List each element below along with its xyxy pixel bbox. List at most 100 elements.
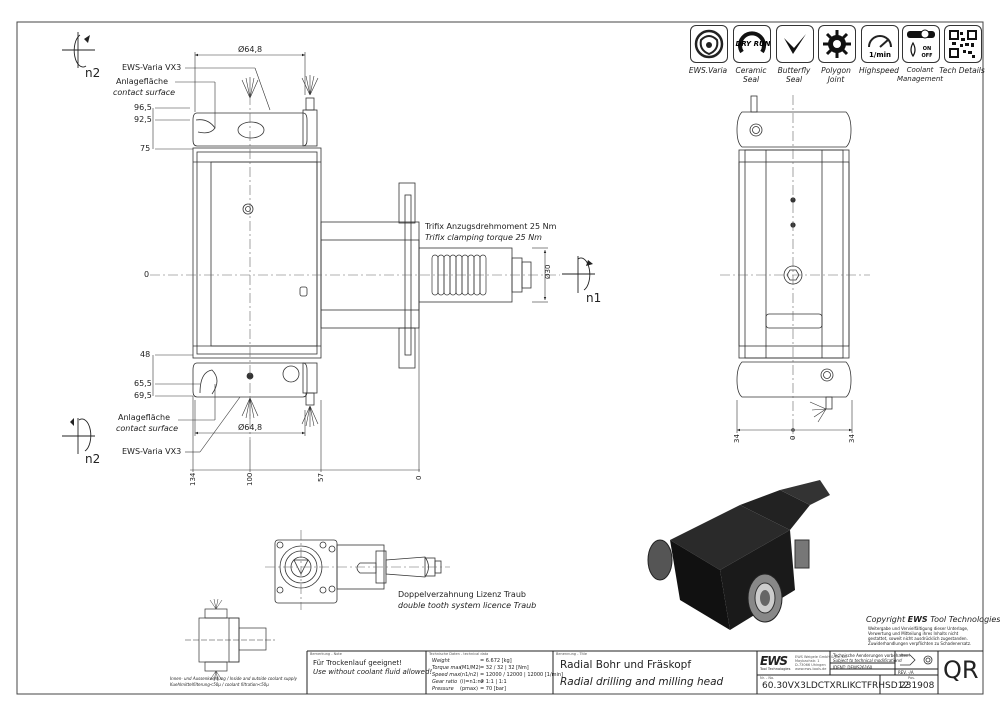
copyright-line-1: Weitergabe und Vervielfältigung dieser U… [868,626,969,631]
dim-diameter-bottom: Ø64,8 [238,423,263,432]
remark-header: Bemerkung - Note [310,652,342,656]
part-number-header: Nr. - No. [760,676,775,680]
tech-label-gear: Gear ratio [432,679,458,685]
tech-value-speed: = 12000 / 12000 | 12000 [1/min] [480,672,564,678]
icon-label-highspeed: Highspeed [859,66,899,75]
remark-en: Use without coolant fluid allowed! [313,668,433,676]
copyright-prefix: Copyright [866,615,908,624]
coolant-note-line2: Kuehlmittelfilterung<50µ / coolant filtr… [170,682,269,687]
icon-label-ceramic-seal: Ceramic Seal [735,66,767,84]
ident-number: IDENT: DEWS26160 [833,665,873,670]
highspeed-icon[interactable]: 1/min [861,25,899,63]
remark-de: Für Trockenlauf geeignet! [313,659,402,667]
part-number: 60.30VX3LDCTXRLIKCTFRHSD12 [762,681,910,691]
tech-label-speed: Speed max [432,672,461,678]
ews-varia-icon[interactable] [690,25,728,63]
vdim-96-5: 96,5 [134,103,152,112]
icon-label-tech-details: Tech Details [939,66,985,75]
contact-surface-de-bottom: Anlagefläche [118,413,170,422]
tech-value-weight: = 6.672 [kg] [480,658,512,664]
copyright-title: Copyright EWS Tool Technologies [866,615,1000,624]
copyright-suffix: Tool Technologies [927,615,1000,624]
qr-code-icon[interactable] [944,25,982,63]
trifix-torque-de: Trifix Anzugsdrehmoment 25 Nm [425,222,557,231]
polygon-joint-icon[interactable] [818,25,856,63]
drawing-title-de: Radial Bohr und Fräskopf [560,659,692,671]
trifix-torque-en: Trifix clamping torque 25 Nm [425,233,542,242]
copyright-line-3: gestattet, soweit nicht ausdrücklich zug… [868,636,968,641]
dim-shank-diameter: Ø30 [544,264,552,279]
tech-value-torque: = 32 / 32 | 32 [Nm] [480,665,529,671]
rpm-text: 1/min [869,51,891,59]
coolant-note-line1: Innen- und Aussenkuehlung / Inside and o… [170,676,297,681]
icon-label-coolant-management: Coolant Management [896,66,944,83]
hdim-100: 100 [246,472,254,486]
vdim-92-5: 92,5 [134,115,152,124]
tech-value-pressure: = 70 [bar] [480,686,506,692]
ceramic-seal-icon[interactable]: DRY RUN [733,25,771,63]
icon-label-butterfly-seal: Butterfly Seal [777,66,811,84]
dry-run-text: DRY RUN [736,40,771,48]
drawing-number-header: Pos. [908,676,916,680]
tech-label-torque: Torque max [432,665,462,671]
company-line-4: www.ews-tools.de [795,667,827,671]
vdim-69-5: 69,5 [134,391,152,400]
rotation-label-n2-top: n2 [85,66,101,80]
vdim-48: 48 [140,350,151,359]
hdim-57: 57 [317,473,325,482]
contact-surface-de-top: Anlagefläche [116,77,168,86]
tech-value-gear: = 1:1 | 1:1 [480,679,507,685]
hdim-0: 0 [415,475,423,480]
company-line-3: D-73066 Uhingen [795,663,826,667]
tech-label-weight: Weight [432,658,450,664]
tech-data-header: Technische Daten - technical data [429,652,489,656]
butterfly-seal-icon[interactable] [776,25,814,63]
drawing-title-en: Radial drilling and milling head [560,676,724,688]
ews-logo-text: EWS [760,654,788,668]
ews-varia-label-bottom: EWS-Varia VX3 [122,447,182,456]
tech-symbol-speed: (n1/n2) [460,672,479,678]
contact-surface-en-bottom: contact surface [116,424,179,433]
changes-de: Technische Aenderungen vorbehalten! [833,653,911,658]
vdim-75: 75 [140,144,151,153]
contact-surface-en-top: contact surface [113,88,176,97]
tech-symbol-pressure: (pmax) [460,686,478,692]
svg-text:ON: ON [923,46,931,52]
ews-varia-label-top: EWS-Varia VX3 [122,63,182,72]
revision: REV. -/A [898,670,914,675]
copyright-line-4: Zuwiderhandlungen verpflichten zu Schade… [868,641,972,646]
vdim-0: 0 [144,270,150,279]
company-line-2: Maybachstr. 1 [795,659,820,663]
front-view [192,75,532,427]
tech-symbol-gear: (i)=n1:n2 [460,679,484,685]
ews-logo-sub: Tool Technologies [760,667,791,671]
rotation-label-n1: n1 [586,291,602,305]
copyright-line-2: Verwertung und Mitteilung ihres Inhalts … [868,631,959,636]
title-header: Benennung - Title [556,652,588,656]
double-tooth-note-de: Doppelverzahnung Lizenz Traub [398,590,526,599]
double-tooth-note-en: double tooth system licence Traub [398,601,537,610]
changes-en: Subject to technical modifications! [833,658,903,663]
company-line-1: EWS Weigele GmbH & Co. KG [795,655,847,659]
sheet-border [16,21,984,695]
side-hdim-left: 34 [733,434,741,443]
vdim-65-5: 65,5 [134,379,152,388]
dim-diameter-top: Ø64,8 [238,45,263,54]
svg-text:OFF: OFF [921,53,932,59]
copyright-brand: EWS [907,615,928,624]
side-hdim-center: 0 [789,435,797,440]
tech-symbol-torque: (M1/M2) [460,665,481,671]
iso-render [647,480,830,630]
side-view [736,95,852,423]
qr-label: QR [943,656,979,684]
icon-label-polygon-joint: Polygon Joint [821,66,851,84]
icon-label-ews-varia: EWS.Varia [688,66,728,75]
drawing-number: 231908 [900,681,935,691]
rotation-label-n2-bottom: n2 [85,452,101,466]
title-block-frame [306,650,983,694]
tech-label-pressure: Pressure [432,686,454,692]
hdim-134: 134 [189,472,197,486]
